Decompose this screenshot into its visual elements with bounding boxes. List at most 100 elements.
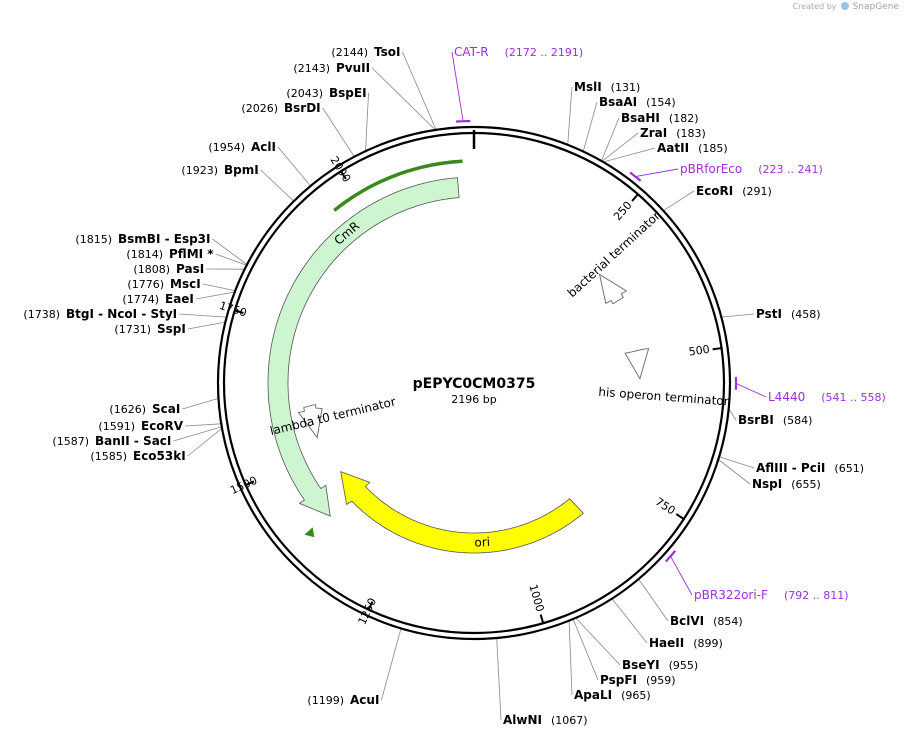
primer-pbrforeco[interactable]: pBRforEco(223 .. 241) [629,162,823,182]
primer-range: (223 .. 241) [758,163,823,176]
enzyme-position: (131) [611,81,641,94]
leader-line [611,598,648,644]
tick-mark [539,614,545,624]
tick-mark [234,309,244,314]
enzyme-afliii-pcii[interactable]: AflIII - PciI (651) [756,461,864,475]
tick-mark [675,513,685,520]
leader-line [728,408,737,421]
enzyme-pasi[interactable]: (1808)PasI [133,262,204,276]
enzyme-bsrbi[interactable]: BsrBI(584) [738,413,812,427]
enzyme-name: ZraI [640,126,667,140]
enzyme-position: (183) [676,127,706,140]
enzyme-position: (1067) [551,714,588,727]
enzyme-msli[interactable]: MslI(131) [574,80,640,94]
leader-line [212,238,248,265]
tick-mark [340,170,347,180]
enzyme-name: AclI [251,140,276,154]
enzyme-name: EcoRV [141,419,184,433]
enzyme-nspi[interactable]: NspI(655) [752,477,821,491]
leader-line [582,101,598,152]
enzyme-psti[interactable]: PstI(458) [756,307,821,321]
feature-bacterial-terminator[interactable] [598,273,628,305]
enzyme-bspei[interactable]: (2043)BspEI [286,86,366,100]
credit-prefix: Created by [792,2,837,11]
enzyme-position: (2143) [293,62,330,75]
leader-line [638,578,669,622]
enzyme-bclvi[interactable]: BclVI(854) [670,614,743,628]
enzyme-sspi[interactable]: (1731) SspI [114,322,185,336]
enzyme-name: PspFI [600,673,637,687]
leader-line [601,132,639,162]
tick-mark [712,347,722,351]
enzyme-position: (182) [669,112,699,125]
primer-bar [629,171,642,182]
enzyme-position: (651) [834,462,864,475]
primer-name: L4440 [768,390,805,404]
enzyme-pflmi[interactable]: (1814)PflMI * [126,247,214,261]
enzyme-ecorv[interactable]: (1591)EcoRV [98,419,183,433]
enzyme-name: SspI [157,322,186,336]
primers-layer: CAT-R(2172 .. 2191) pBRforEco(223 .. 241)… [451,45,886,602]
enzyme-bsrdi[interactable]: (2026)BsrDI [241,101,320,115]
enzyme-name: BclVI [670,614,704,628]
leader-line [721,313,755,318]
enzyme-name: PstI [756,307,782,321]
enzyme-banii-saci[interactable]: (1587) BanII - SacI [52,434,171,448]
enzyme-scai[interactable]: (1626)ScaI [109,402,180,416]
feature-ori[interactable] [340,470,584,554]
enzyme-name: BtgI - NcoI - StyI [66,307,177,321]
leader-line [567,86,573,145]
feature-lambda-t0-terminator[interactable] [297,403,323,439]
enzyme-pvuii[interactable]: (2143)PvuII [293,61,370,75]
enzyme-name: BsmBI - Esp3I [118,232,210,246]
enzyme-aatii[interactable]: AatII(185) [657,141,728,155]
enzyme-bsmbi-esp3i[interactable]: (1815)BsmBI - Esp3I [75,232,210,246]
enzyme-bpmi[interactable]: (1923)BpmI [181,163,258,177]
primer-cat-r[interactable]: CAT-R(2172 .. 2191) [451,45,583,123]
enzyme-btgi-ncoi-styi[interactable]: (1738)BtgI - NcoI - StyI [23,307,177,321]
enzyme-acli[interactable]: (1954)AclI [208,140,276,154]
leader-line [277,146,311,187]
enzyme-haeii[interactable]: HaeII(899) [649,636,723,650]
enzyme-position: (1587) [52,435,89,448]
leader-line [195,291,235,300]
enzyme-msci[interactable]: (1776)MscI [127,277,200,291]
leader-line [381,628,402,701]
primer-name: CAT-R [454,45,489,59]
enzyme-name: PasI [176,262,204,276]
enzyme-tsoi[interactable]: (2144)TsoI [331,45,400,59]
feature-cmr[interactable] [267,177,460,517]
enzyme-name: ApaLI [574,688,612,702]
enzyme-name: AatII [657,141,689,155]
enzyme-bsaai[interactable]: BsaAI(154) [599,95,676,109]
tick-label: 1000 [526,583,546,614]
feature-his-operon-terminator[interactable] [624,348,650,380]
primer-name: pBR322ori-F [694,588,768,602]
enzyme-apali[interactable]: ApaLI(965) [574,688,651,702]
leader-line [202,283,236,291]
enzyme-position: (154) [646,96,676,109]
enzyme-position: (1731) [114,323,151,336]
enzyme-acui[interactable]: (1199)AcuI [307,693,379,707]
primer-pbr322ori-f[interactable]: pBR322ori-F(792 .. 811) [665,550,849,602]
enzyme-position: (1776) [127,278,164,291]
enzyme-bsahi[interactable]: BsaHI(182) [621,111,699,125]
leader-line [187,427,223,457]
enzyme-name: EaeI [165,292,194,306]
enzyme-eco53ki[interactable]: (1585)Eco53kI [90,449,185,463]
enzyme-ecori[interactable]: EcoRI(291) [696,184,772,198]
enzyme-pspfi[interactable]: PspFI(959) [600,673,676,687]
enzyme-name: ScaI [152,402,180,416]
enzyme-eaei[interactable]: (1774)EaeI [122,292,193,306]
enzyme-zrai[interactable]: ZraI (183) [640,126,706,140]
enzyme-bseyi[interactable]: BseYI(955) [622,658,698,672]
primer-l4440[interactable]: L4440(541 .. 558) [734,376,886,404]
enzyme-alwni[interactable]: AlwNI(1067) [503,713,588,727]
tick-mark [367,601,374,611]
leader-line [260,169,295,202]
enzyme-position: (1199) [307,694,344,707]
feature-label-his-operon-terminator: his operon terminator [598,385,729,409]
enzyme-name: BanII - SacI [95,434,171,448]
enzyme-labels: (2144)TsoI (2143)PvuII (2043)BspEI(2026)Bs… [23,45,864,727]
enzyme-name: AflIII - PciI [756,461,825,475]
